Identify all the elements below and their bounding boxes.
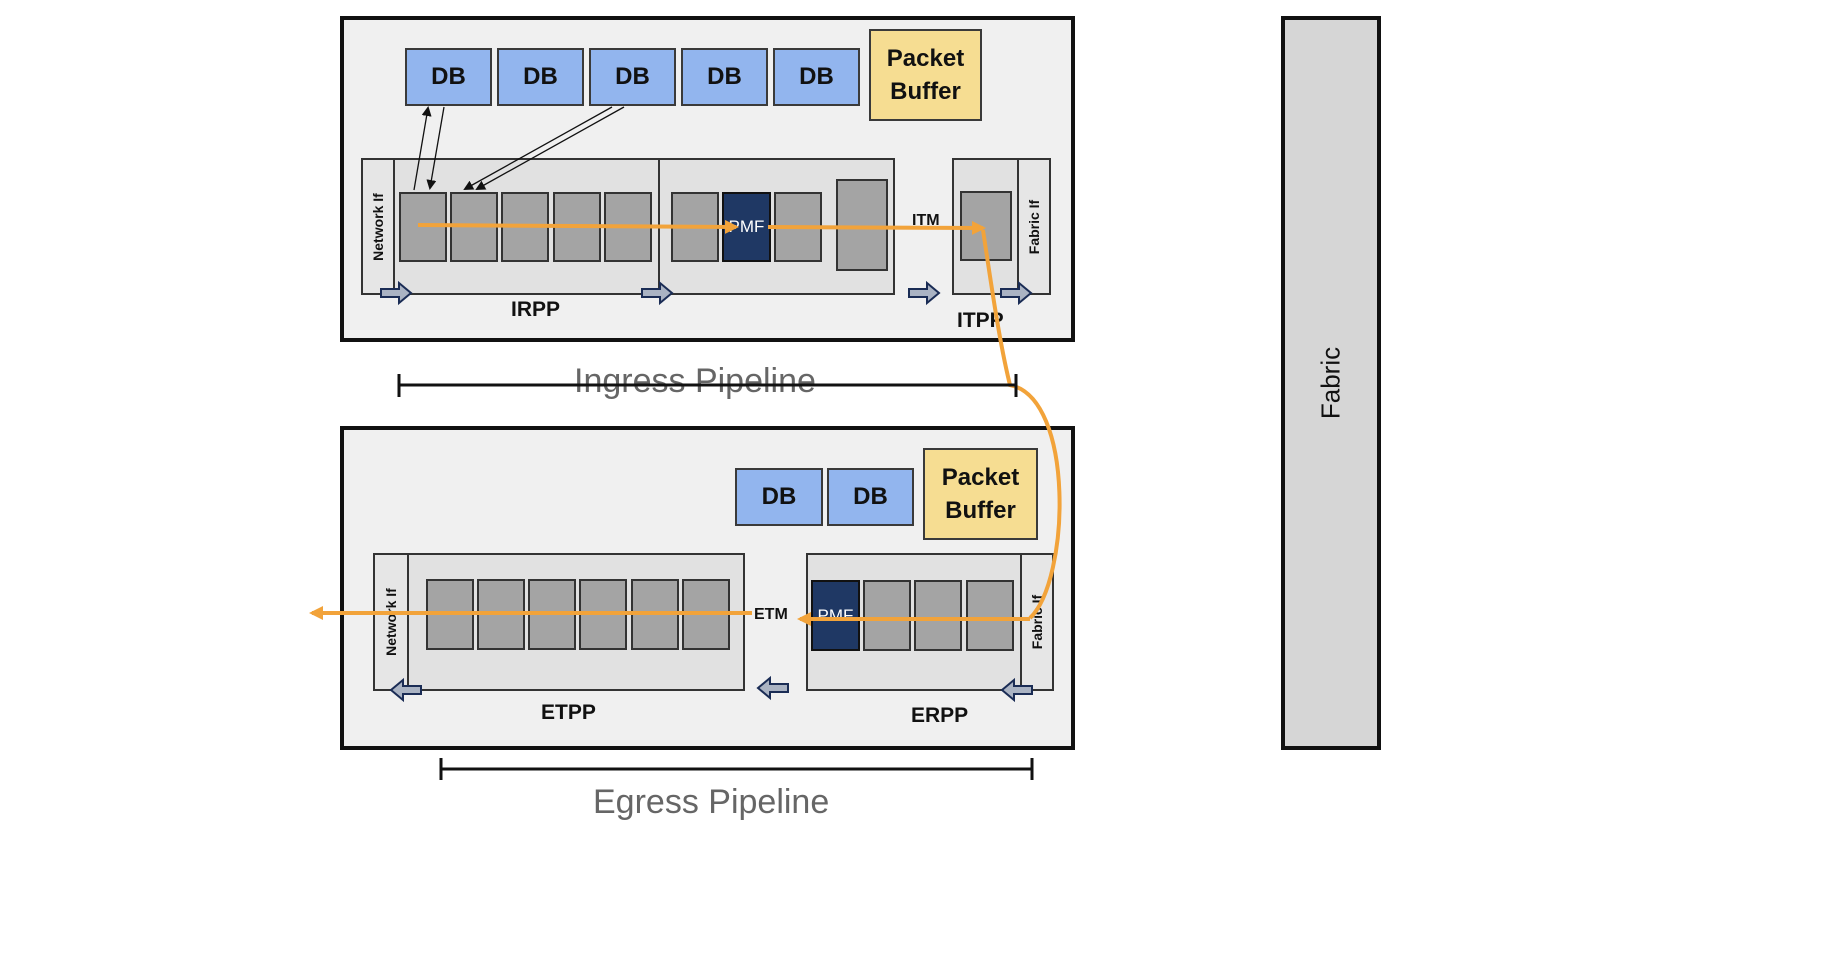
- erpp-label: ERPP: [911, 704, 969, 727]
- ingress-network-if-label: Network If: [370, 192, 386, 261]
- fabric-column: Fabric: [1281, 16, 1381, 750]
- irpp-stage-5: [604, 192, 652, 262]
- erpp-stage-4: [966, 580, 1014, 651]
- etm-label: ETM: [754, 606, 788, 623]
- irpp-label: IRPP: [511, 298, 561, 321]
- ingress-db-5: DB: [773, 48, 860, 106]
- etpp-stage-2: [477, 579, 525, 650]
- etpp-stage-1: [426, 579, 474, 650]
- egress-network-if-label: Network If: [383, 588, 399, 656]
- itpp-label: ITPP: [957, 309, 1004, 332]
- irpp-pmf-block: PMF: [722, 192, 771, 262]
- erpp-stage-2: [863, 580, 911, 651]
- irpp-stage-2: [450, 192, 498, 262]
- itm-label: ITM: [912, 212, 940, 229]
- irpp-stage-9: [836, 179, 888, 271]
- ingress-db-1: DB: [405, 48, 492, 106]
- ingress-db-4: DB: [681, 48, 768, 106]
- ingress-network-if: Network If: [361, 158, 395, 295]
- irpp-stage-8: [774, 192, 822, 262]
- etpp-stage-3: [528, 579, 576, 650]
- etpp-label: ETPP: [541, 701, 596, 724]
- ingress-fabric-if: Fabric If: [1017, 158, 1051, 295]
- egress-pipeline-label: Egress Pipeline: [593, 783, 830, 821]
- itpp-stage: [960, 191, 1012, 261]
- irpp-stage-4: [553, 192, 601, 262]
- egress-network-if: Network If: [373, 553, 409, 691]
- ingress-pipeline-label: Ingress Pipeline: [562, 362, 828, 401]
- ingress-db-2: DB: [497, 48, 584, 106]
- irpp-stage-6: [671, 192, 719, 262]
- irpp-stage-3: [501, 192, 549, 262]
- ingress-packet-buffer: Packet Buffer: [869, 29, 982, 121]
- egress-fabric-if: Fabric If: [1020, 553, 1054, 691]
- etpp-stage-6: [682, 579, 730, 650]
- erpp-pmf-label: PMF: [817, 605, 854, 625]
- irpp-pmf-label: PMF: [728, 217, 765, 236]
- fabric-label: Fabric: [1315, 346, 1346, 420]
- ingress-db-3: DB: [589, 48, 676, 106]
- etpp-stage-4: [579, 579, 627, 650]
- egress-packet-buffer: Packet Buffer: [923, 448, 1038, 540]
- egress-db-1: DB: [735, 468, 823, 526]
- ingress-fabric-if-label: Fabric If: [1026, 199, 1042, 254]
- egress-db-2: DB: [827, 468, 914, 526]
- egress-fabric-if-label: Fabric If: [1029, 594, 1045, 650]
- erpp-pmf-block: PMF: [811, 580, 860, 651]
- erpp-stage-3: [914, 580, 962, 651]
- etpp-stage-5: [631, 579, 679, 650]
- irpp-stage-1: [399, 192, 447, 262]
